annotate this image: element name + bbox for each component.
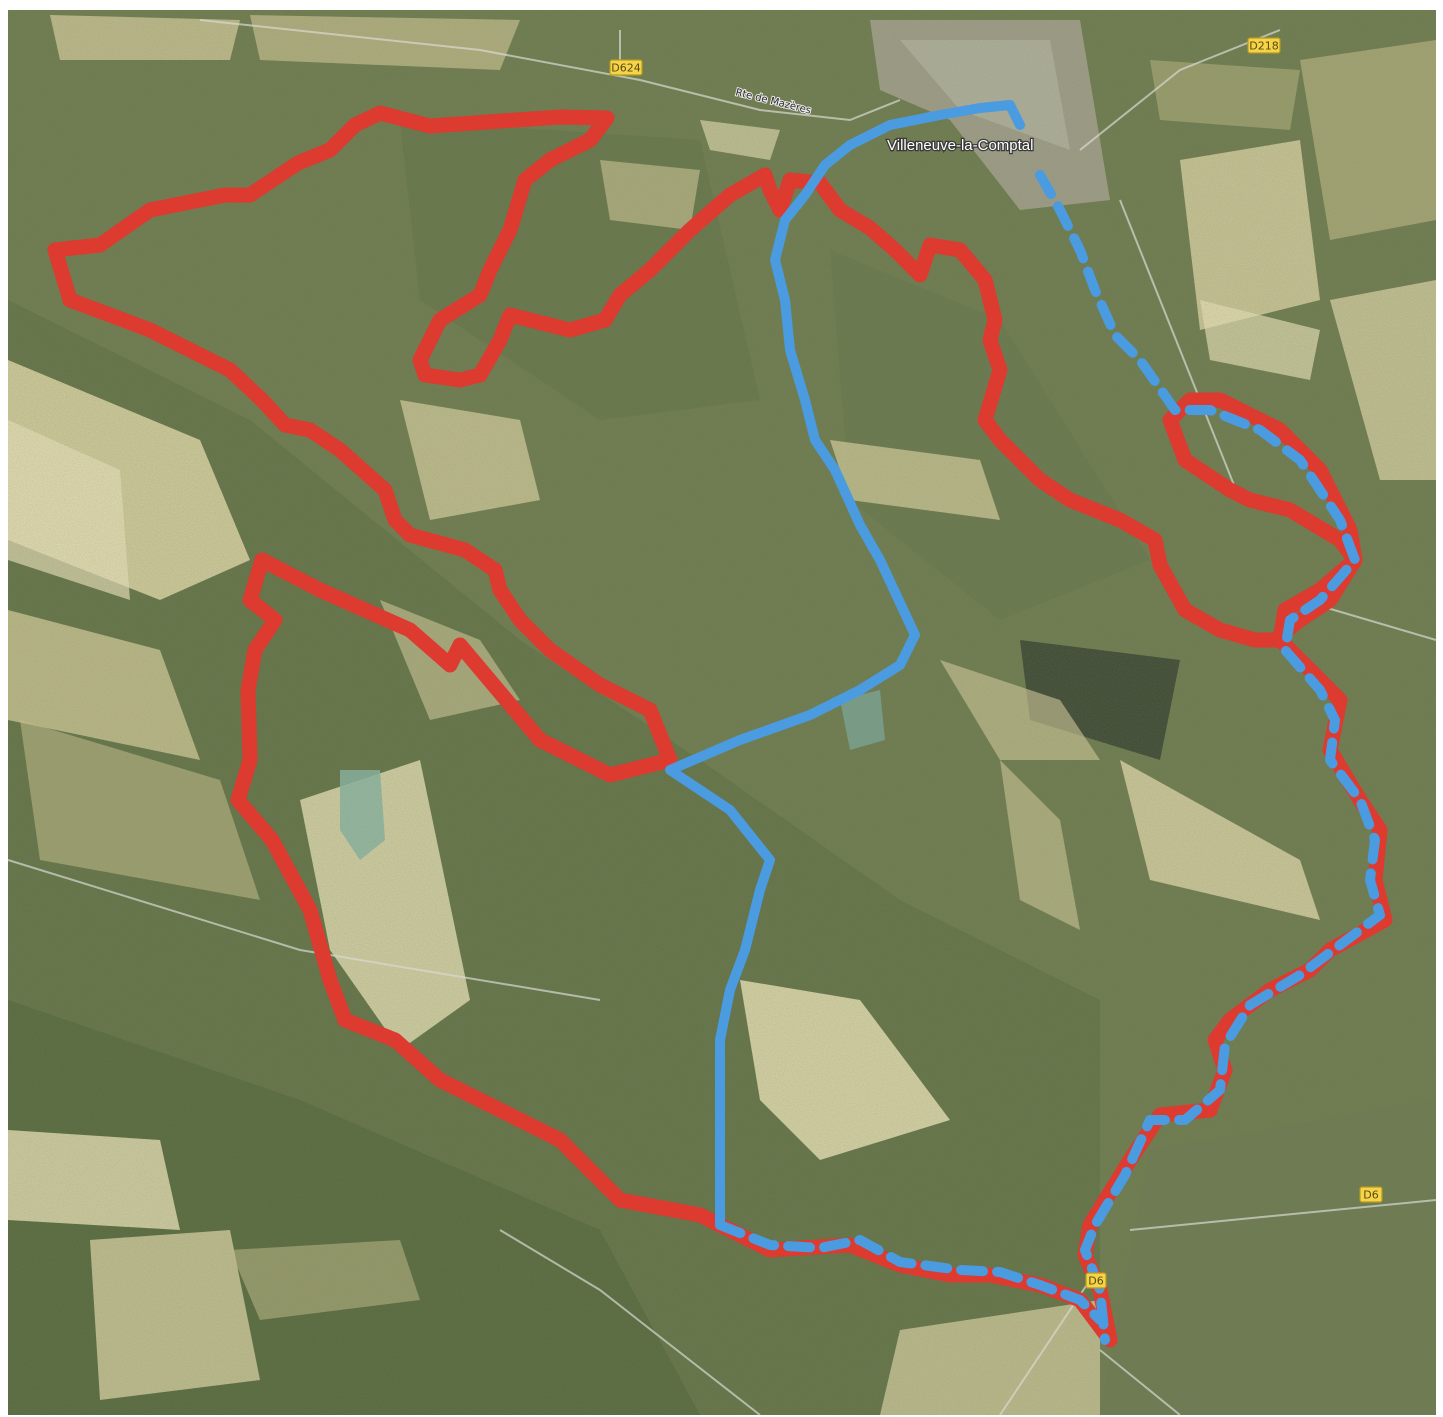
svg-text:D624: D624 (611, 62, 640, 75)
svg-text:D6: D6 (1088, 1275, 1103, 1288)
place-label: Villeneuve-la-Comptal (887, 137, 1033, 154)
svg-text:D6: D6 (1363, 1189, 1378, 1202)
route-blue[interactable] (665, 100, 1025, 1230)
road-badge-d6-south: D6 (1085, 1272, 1107, 1289)
route-shared-dashed (1035, 170, 1385, 1345)
route-shared-dashed-south (715, 1220, 1105, 1325)
road-badge-d624: D624 (609, 59, 643, 76)
svg-text:D218: D218 (1249, 40, 1278, 53)
road-badge-d6: D6 (1359, 1186, 1383, 1203)
road-badge-d218: D218 (1247, 37, 1281, 54)
